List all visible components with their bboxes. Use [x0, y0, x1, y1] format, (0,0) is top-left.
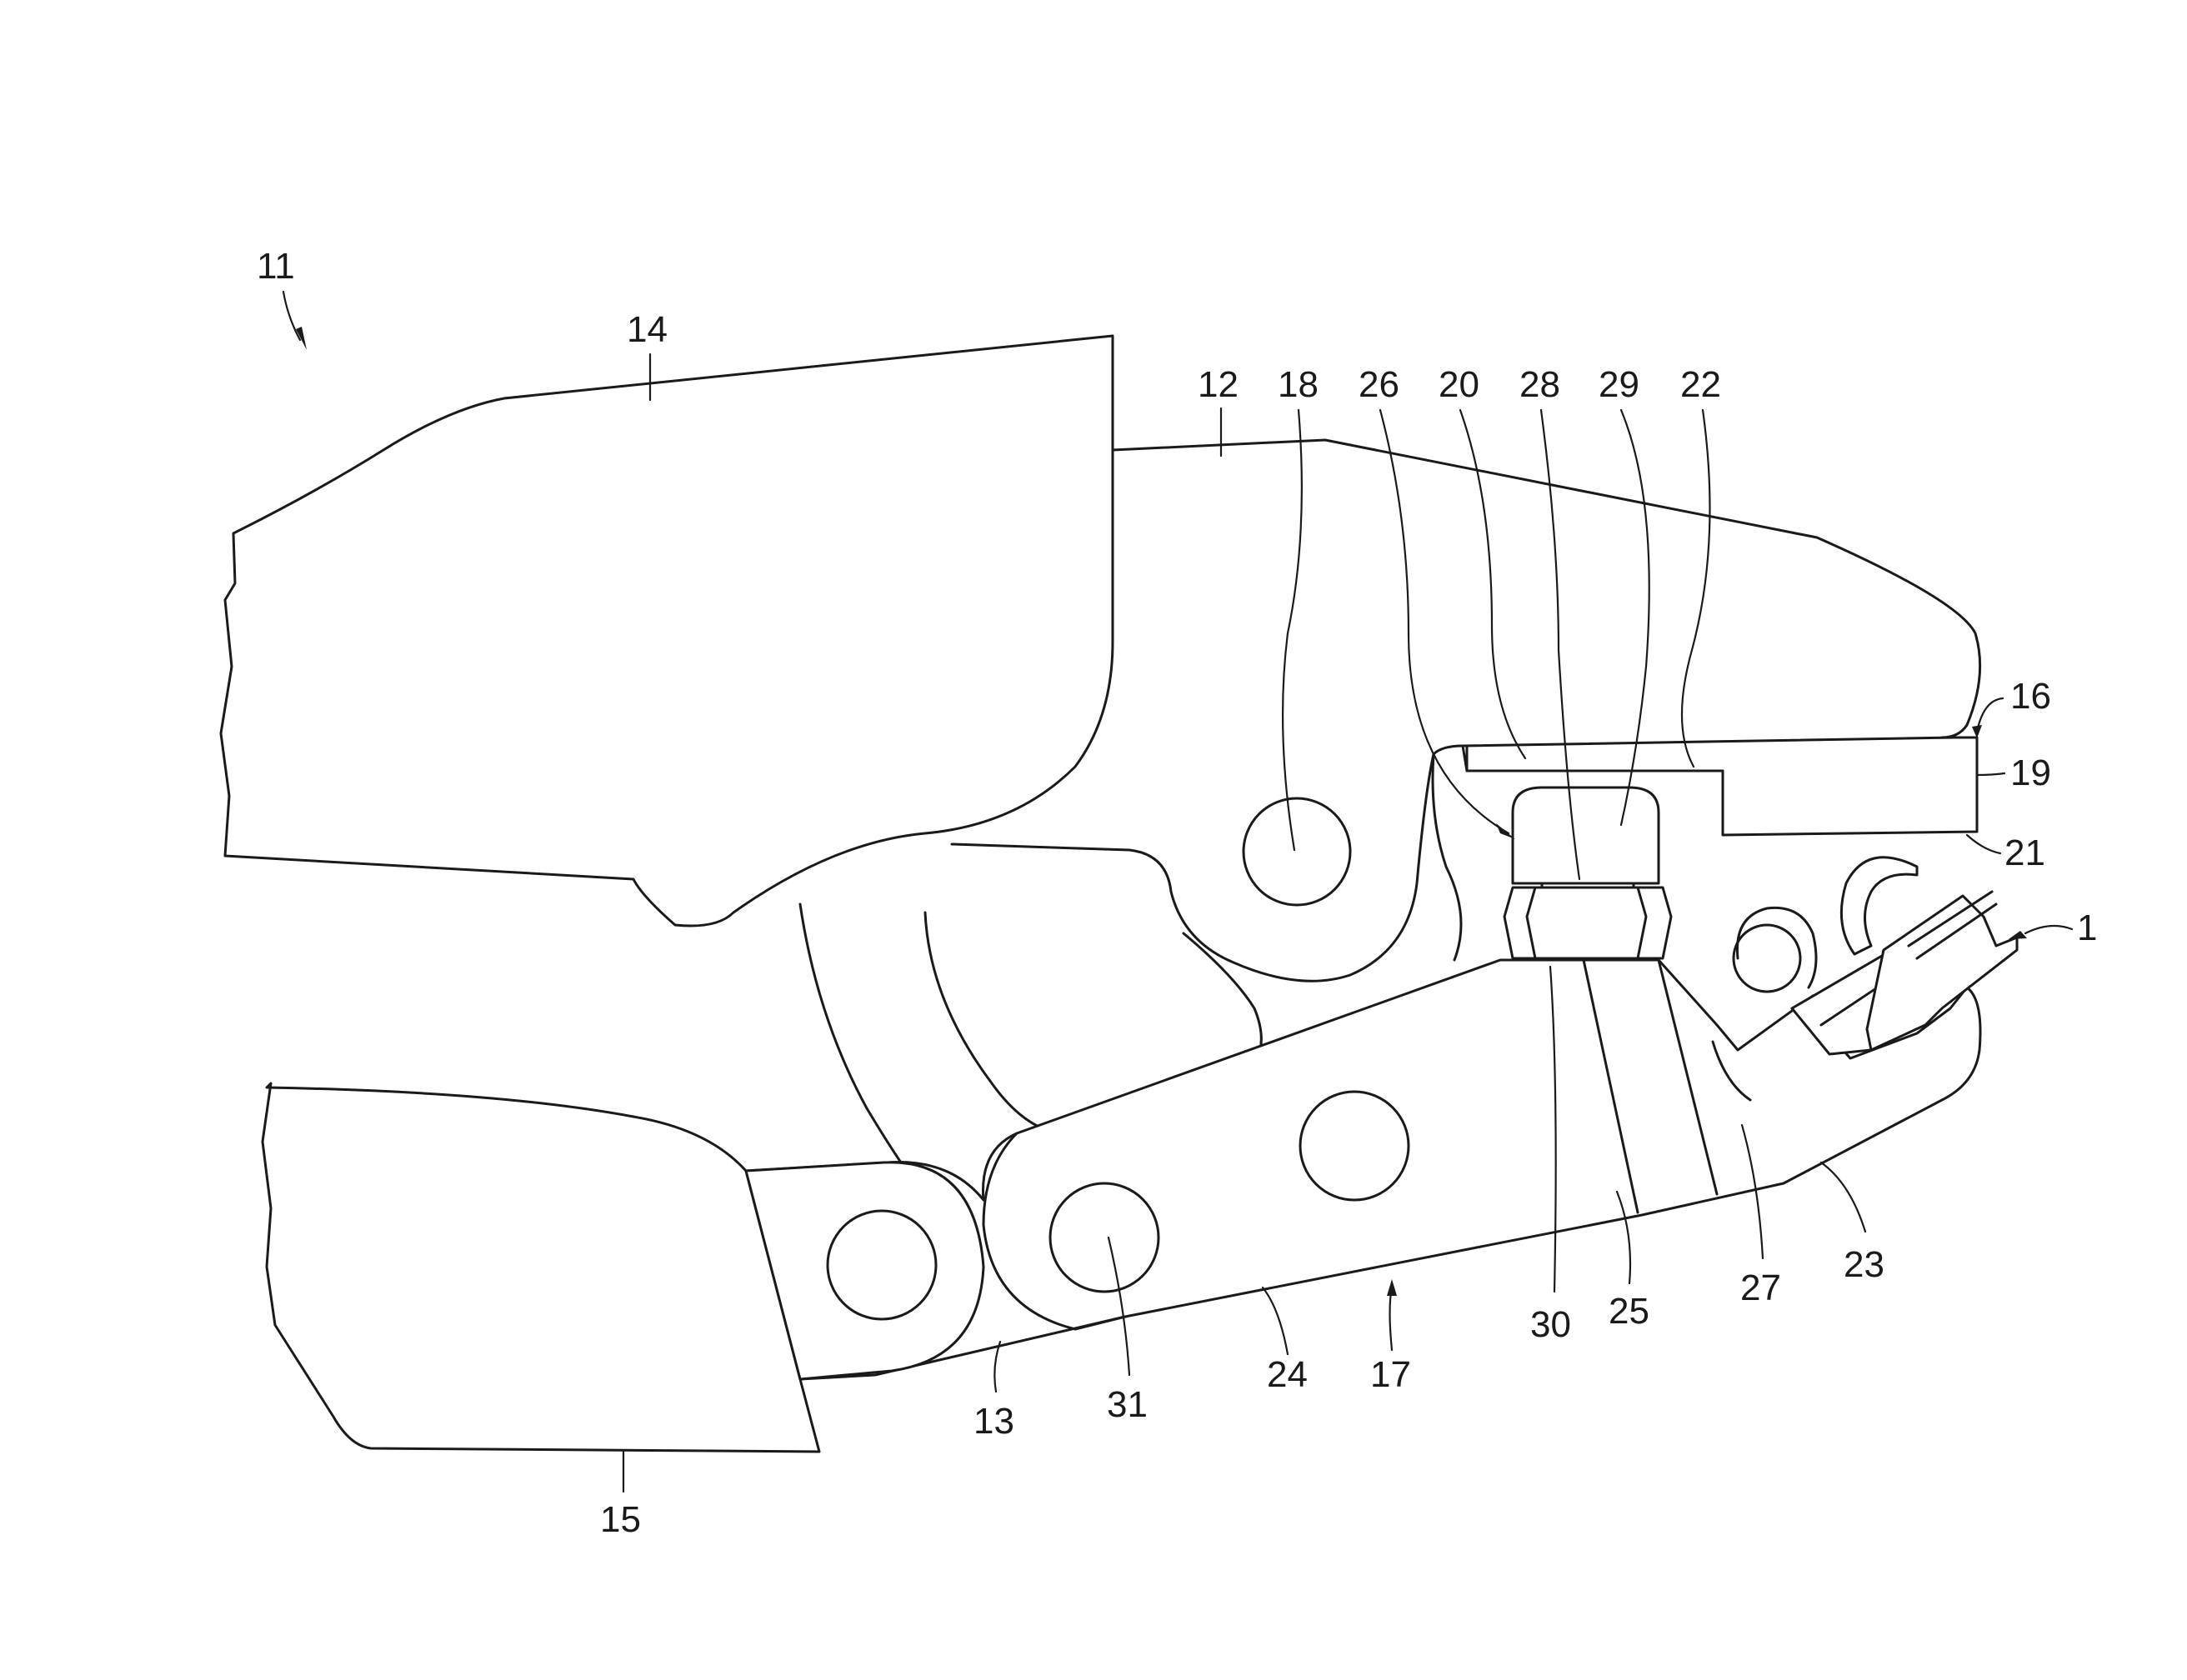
label-31: 31 — [1107, 1384, 1148, 1425]
label-16: 16 — [2010, 676, 2051, 717]
label-28: 28 — [1519, 364, 1560, 405]
label-26: 26 — [1359, 364, 1399, 405]
pin-13 — [828, 1211, 936, 1319]
label-27: 27 — [1740, 1268, 1781, 1308]
label-11: 11 — [257, 246, 295, 287]
label-13: 13 — [973, 1401, 1014, 1442]
label-17: 17 — [1370, 1354, 1411, 1395]
label-30: 30 — [1530, 1304, 1571, 1345]
label-20: 20 — [1439, 364, 1479, 405]
screw-head-29 — [1513, 788, 1659, 883]
label-14: 14 — [627, 309, 668, 350]
label-24: 24 — [1267, 1354, 1308, 1395]
small-roller — [1734, 925, 1800, 992]
label-21: 21 — [2004, 832, 2045, 873]
label-18: 18 — [1278, 364, 1319, 405]
label-29: 29 — [1599, 364, 1639, 405]
label-22: 22 — [1680, 364, 1721, 405]
lower-handle — [263, 1083, 819, 1452]
upper-handle — [221, 336, 1113, 926]
pivot-pin-18 — [1244, 798, 1350, 905]
label-19: 19 — [2010, 752, 2051, 793]
pin-upper-link — [1300, 1092, 1409, 1200]
label-15: 15 — [600, 1499, 641, 1540]
pin-31 — [1050, 1183, 1159, 1292]
label-12: 12 — [1198, 364, 1239, 405]
label-1: 1 — [2077, 908, 2097, 948]
label-23: 23 — [1844, 1244, 1884, 1285]
hex-nut-30 — [1504, 883, 1671, 958]
label-25: 25 — [1609, 1291, 1649, 1332]
